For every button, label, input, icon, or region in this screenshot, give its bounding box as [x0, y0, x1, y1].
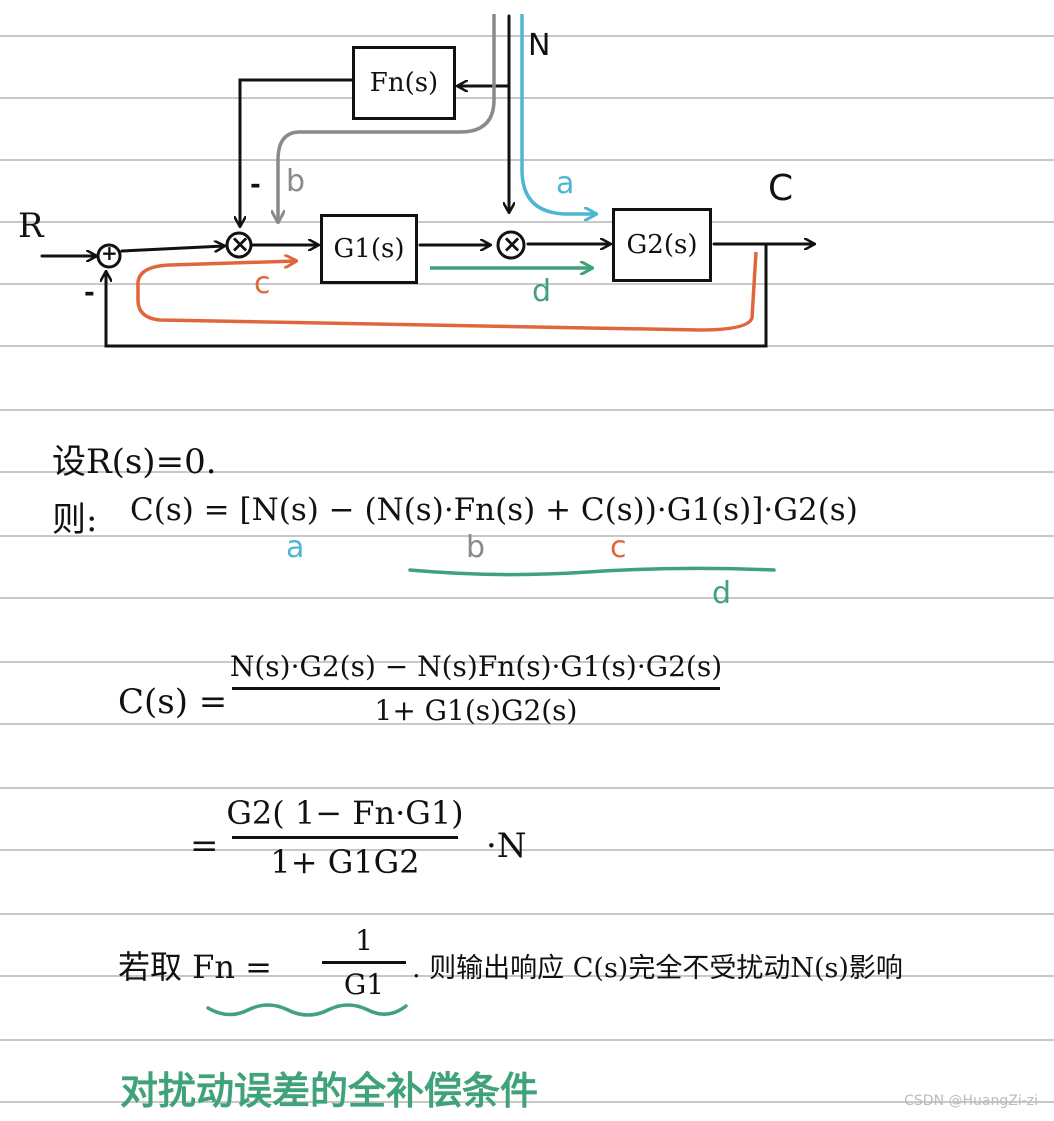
eq-condition-suffix: . 则输出响应 C(s)完全不受扰动N(s)影响	[412, 953, 903, 984]
eq-line2-denominator: 1+ G1(s)G2(s)	[374, 694, 578, 727]
block-g1: G1(s)	[320, 214, 418, 284]
eq-line3-suffix: ·N	[486, 826, 527, 866]
eq-line3-bar	[232, 836, 458, 839]
path-c	[136, 251, 758, 332]
conclusion-text: 对扰动误差的全补偿条件	[120, 1069, 539, 1113]
junction-right	[496, 230, 526, 260]
path-label-c: c	[254, 266, 271, 301]
block-g2: G2(s)	[612, 208, 712, 282]
sign-fn-feedback: -	[250, 170, 261, 200]
eq-then-prefix: 则:	[52, 500, 98, 540]
eq-line2-fraction: N(s)·G2(s) − N(s)Fn(s)·G1(s)·G2(s) 1+ G1…	[230, 650, 722, 727]
eq-condition-numerator: 1	[355, 924, 373, 957]
block-diagram	[40, 14, 1054, 348]
eq-line2-lhs: C(s) =	[118, 682, 228, 722]
edge-fn-to-mid	[240, 78, 356, 226]
path-label-d: d	[532, 274, 552, 309]
sign-main-feedback: -	[84, 278, 95, 308]
eq-line2-bar	[232, 687, 720, 690]
eq-line3-prefix: =	[190, 826, 219, 866]
eq-condition-denominator: G1	[343, 968, 385, 1001]
block-fn-label: Fn(s)	[369, 68, 439, 98]
eq-condition-underline	[206, 1003, 408, 1017]
eq-line3-numerator: G2( 1− Fn·G1)	[226, 794, 464, 832]
junction-left-symbol: +	[101, 241, 118, 265]
junction-middle-symbol: ×	[230, 230, 251, 258]
eq-line2-numerator: N(s)·G2(s) − N(s)Fn(s)·G1(s)·G2(s)	[229, 650, 723, 683]
path-label-a: a	[556, 166, 575, 201]
eq-line3-denominator: 1+ G1G2	[270, 843, 420, 881]
junction-middle	[225, 231, 253, 259]
watermark: CSDN @HuangZi-zi	[904, 1093, 1038, 1109]
signal-n: N	[528, 28, 551, 63]
block-g1-label: G1(s)	[333, 234, 405, 264]
junction-right-symbol: ×	[502, 230, 523, 258]
signal-c: C	[768, 168, 794, 209]
main-feedback	[106, 242, 768, 348]
eq-line3-fraction: G2( 1− Fn·G1) 1+ G1G2	[226, 794, 463, 881]
eq-label-a: a	[286, 530, 305, 565]
junction-left	[96, 243, 122, 269]
eq-condition-fraction: 1 G1	[322, 924, 406, 1001]
path-b	[278, 14, 496, 222]
edge-left-to-mid	[120, 246, 224, 253]
path-a	[520, 14, 596, 214]
block-fn: Fn(s)	[352, 46, 456, 120]
eq-label-d: d	[712, 576, 732, 611]
block-g2-label: G2(s)	[626, 230, 698, 260]
eq-condition-prefix: 若取 Fn =	[118, 948, 272, 986]
path-label-b: b	[286, 164, 306, 199]
signal-r: R	[18, 206, 44, 246]
eq-label-b: b	[466, 530, 486, 565]
eq-assume: 设R(s)=0.	[52, 442, 217, 482]
eq-line1: C(s) = [N(s) − (N(s)·Fn(s) + C(s))·G1(s)…	[130, 492, 858, 528]
eq-underline-d	[408, 566, 776, 577]
eq-condition-bar	[322, 961, 406, 964]
eq-label-c: c	[610, 530, 627, 565]
